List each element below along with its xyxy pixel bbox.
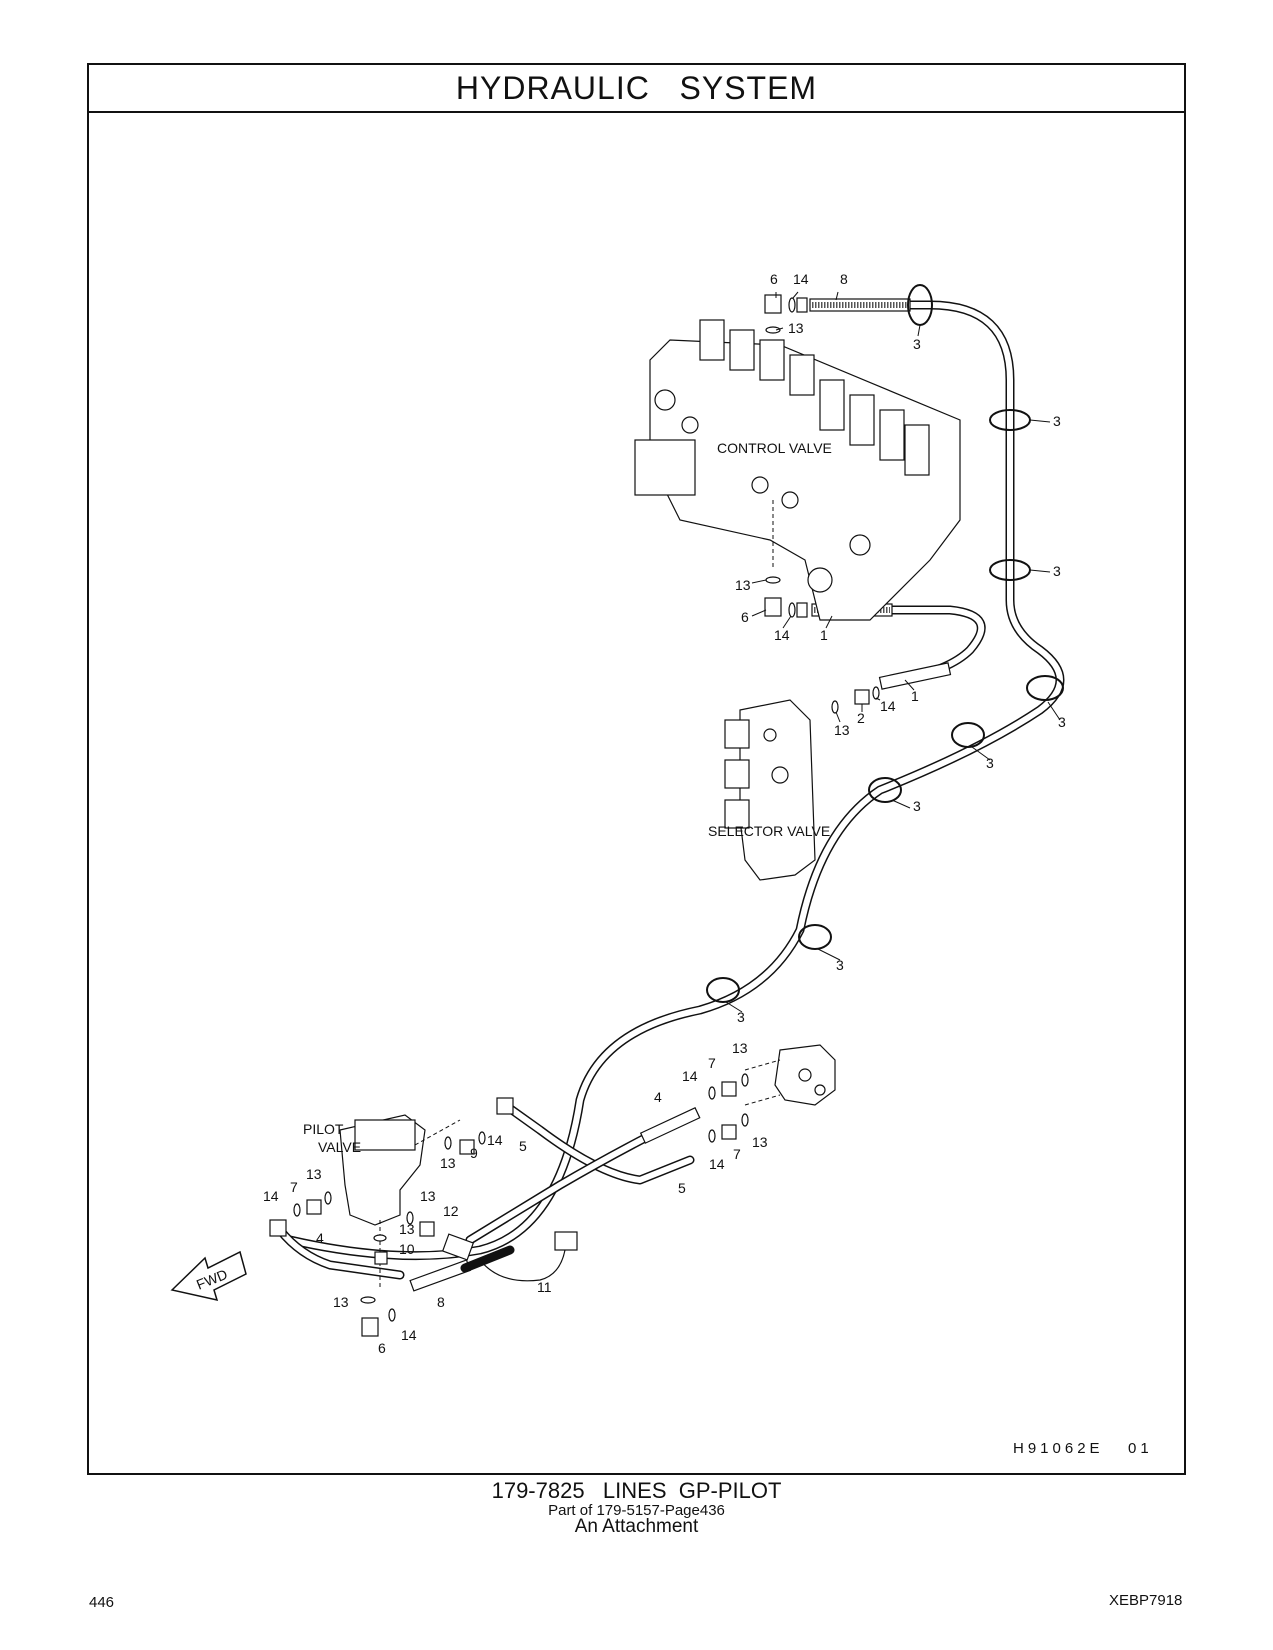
callout-3: 3 bbox=[836, 957, 844, 973]
switch-11 bbox=[441, 1233, 475, 1261]
callout-3: 3 bbox=[913, 336, 921, 352]
callout-14: 14 bbox=[793, 271, 809, 287]
small-valve-block bbox=[744, 1044, 836, 1106]
fwd-arrow: FWD bbox=[170, 1250, 247, 1302]
caption-attachment: An Attachment bbox=[574, 1516, 699, 1537]
title-bar: HYDRAULIC SYSTEM bbox=[89, 65, 1184, 113]
callout-10: 10 bbox=[399, 1241, 415, 1257]
selector-valve bbox=[724, 699, 816, 881]
adapter-7-top bbox=[721, 1081, 737, 1097]
callouts: 6 14 8 13 3 3 3 13 6 14 1 1 14 2 13 3 3 … bbox=[263, 271, 1066, 1356]
callout-1: 1 bbox=[911, 688, 919, 704]
caption-part-title: 179-7825 LINES GP-PILOT bbox=[491, 1478, 782, 1503]
connector-11 bbox=[554, 1231, 578, 1251]
callout-3: 3 bbox=[913, 798, 921, 814]
callout-12: 12 bbox=[443, 1203, 459, 1219]
callout-3: 3 bbox=[1053, 413, 1061, 429]
elbow-6-mid bbox=[764, 597, 782, 617]
oring-13-top bbox=[765, 326, 781, 334]
adapter-7-low bbox=[721, 1124, 737, 1140]
callout-14: 14 bbox=[774, 627, 790, 643]
callout-14: 14 bbox=[709, 1156, 725, 1172]
valve-label: VALVE bbox=[318, 1139, 361, 1155]
callout-3: 3 bbox=[1058, 714, 1066, 730]
callout-13: 13 bbox=[306, 1166, 322, 1182]
callout-1: 1 bbox=[820, 627, 828, 643]
adapter-9 bbox=[459, 1139, 475, 1155]
callout-7: 7 bbox=[708, 1055, 716, 1071]
callout-8: 8 bbox=[437, 1294, 445, 1310]
callout-3: 3 bbox=[1053, 563, 1061, 579]
callout-13: 13 bbox=[834, 722, 850, 738]
selector-valve-label: SELECTOR VALVE bbox=[708, 823, 830, 839]
elbow-6-top bbox=[764, 294, 782, 314]
fittings bbox=[269, 294, 880, 1337]
pilot-label: PILOT bbox=[303, 1121, 344, 1137]
callout-13: 13 bbox=[732, 1040, 748, 1056]
diagram-frame: HYDRAULIC SYSTEM bbox=[87, 63, 1186, 1475]
callout-8: 8 bbox=[840, 271, 848, 287]
page-title: HYDRAULIC SYSTEM bbox=[455, 69, 818, 106]
callout-5: 5 bbox=[678, 1180, 686, 1196]
callout-13: 13 bbox=[752, 1134, 768, 1150]
callout-7: 7 bbox=[290, 1179, 298, 1195]
hose-8-bottom bbox=[409, 1245, 515, 1292]
callout-6: 6 bbox=[770, 271, 778, 287]
page-number: 446 bbox=[89, 1594, 115, 1611]
callout-14: 14 bbox=[263, 1188, 279, 1204]
callout-2: 2 bbox=[857, 710, 865, 726]
control-valve bbox=[634, 319, 961, 621]
callout-6: 6 bbox=[378, 1340, 386, 1356]
drawing-code: H91062E 01 bbox=[1013, 1440, 1153, 1457]
oring-14-mid bbox=[788, 602, 796, 618]
caption-part-of: Part of 179-5157-Page436 bbox=[548, 1502, 725, 1519]
callout-11: 11 bbox=[537, 1279, 552, 1295]
callout-13: 13 bbox=[333, 1294, 349, 1310]
callout-14: 14 bbox=[682, 1068, 698, 1084]
control-valve-label: CONTROL VALVE bbox=[717, 440, 832, 456]
callout-14: 14 bbox=[401, 1327, 417, 1343]
callout-14: 14 bbox=[487, 1132, 503, 1148]
callout-13: 13 bbox=[399, 1221, 415, 1237]
callout-14: 14 bbox=[880, 698, 896, 714]
adapter-7-left bbox=[306, 1199, 322, 1215]
wire-11 bbox=[479, 1231, 578, 1282]
adapter-12 bbox=[419, 1221, 435, 1237]
callout-9: 9 bbox=[470, 1145, 478, 1161]
callout-13: 13 bbox=[440, 1155, 456, 1171]
callout-13: 13 bbox=[788, 320, 804, 336]
oring-13-mid bbox=[765, 576, 781, 584]
pilot-tube-main bbox=[285, 300, 1065, 1261]
callout-13: 13 bbox=[735, 577, 751, 593]
callout-4: 4 bbox=[316, 1230, 324, 1246]
callout-6: 6 bbox=[741, 609, 749, 625]
callout-5: 5 bbox=[519, 1138, 527, 1154]
hose-8-top bbox=[809, 298, 911, 312]
plug-10 bbox=[374, 1251, 388, 1265]
callout-13: 13 bbox=[420, 1188, 436, 1204]
callout-4: 4 bbox=[654, 1089, 662, 1105]
pilot-valve bbox=[339, 1114, 461, 1290]
callout-7: 7 bbox=[733, 1146, 741, 1162]
leader-lines bbox=[725, 291, 1061, 1013]
adapter-2 bbox=[854, 689, 870, 705]
elbow-6-bottom bbox=[361, 1317, 379, 1337]
callout-3: 3 bbox=[986, 755, 994, 771]
callout-3: 3 bbox=[737, 1009, 745, 1025]
oring-14-top bbox=[788, 297, 796, 313]
document-code: XEBP7918 bbox=[1109, 1592, 1183, 1609]
